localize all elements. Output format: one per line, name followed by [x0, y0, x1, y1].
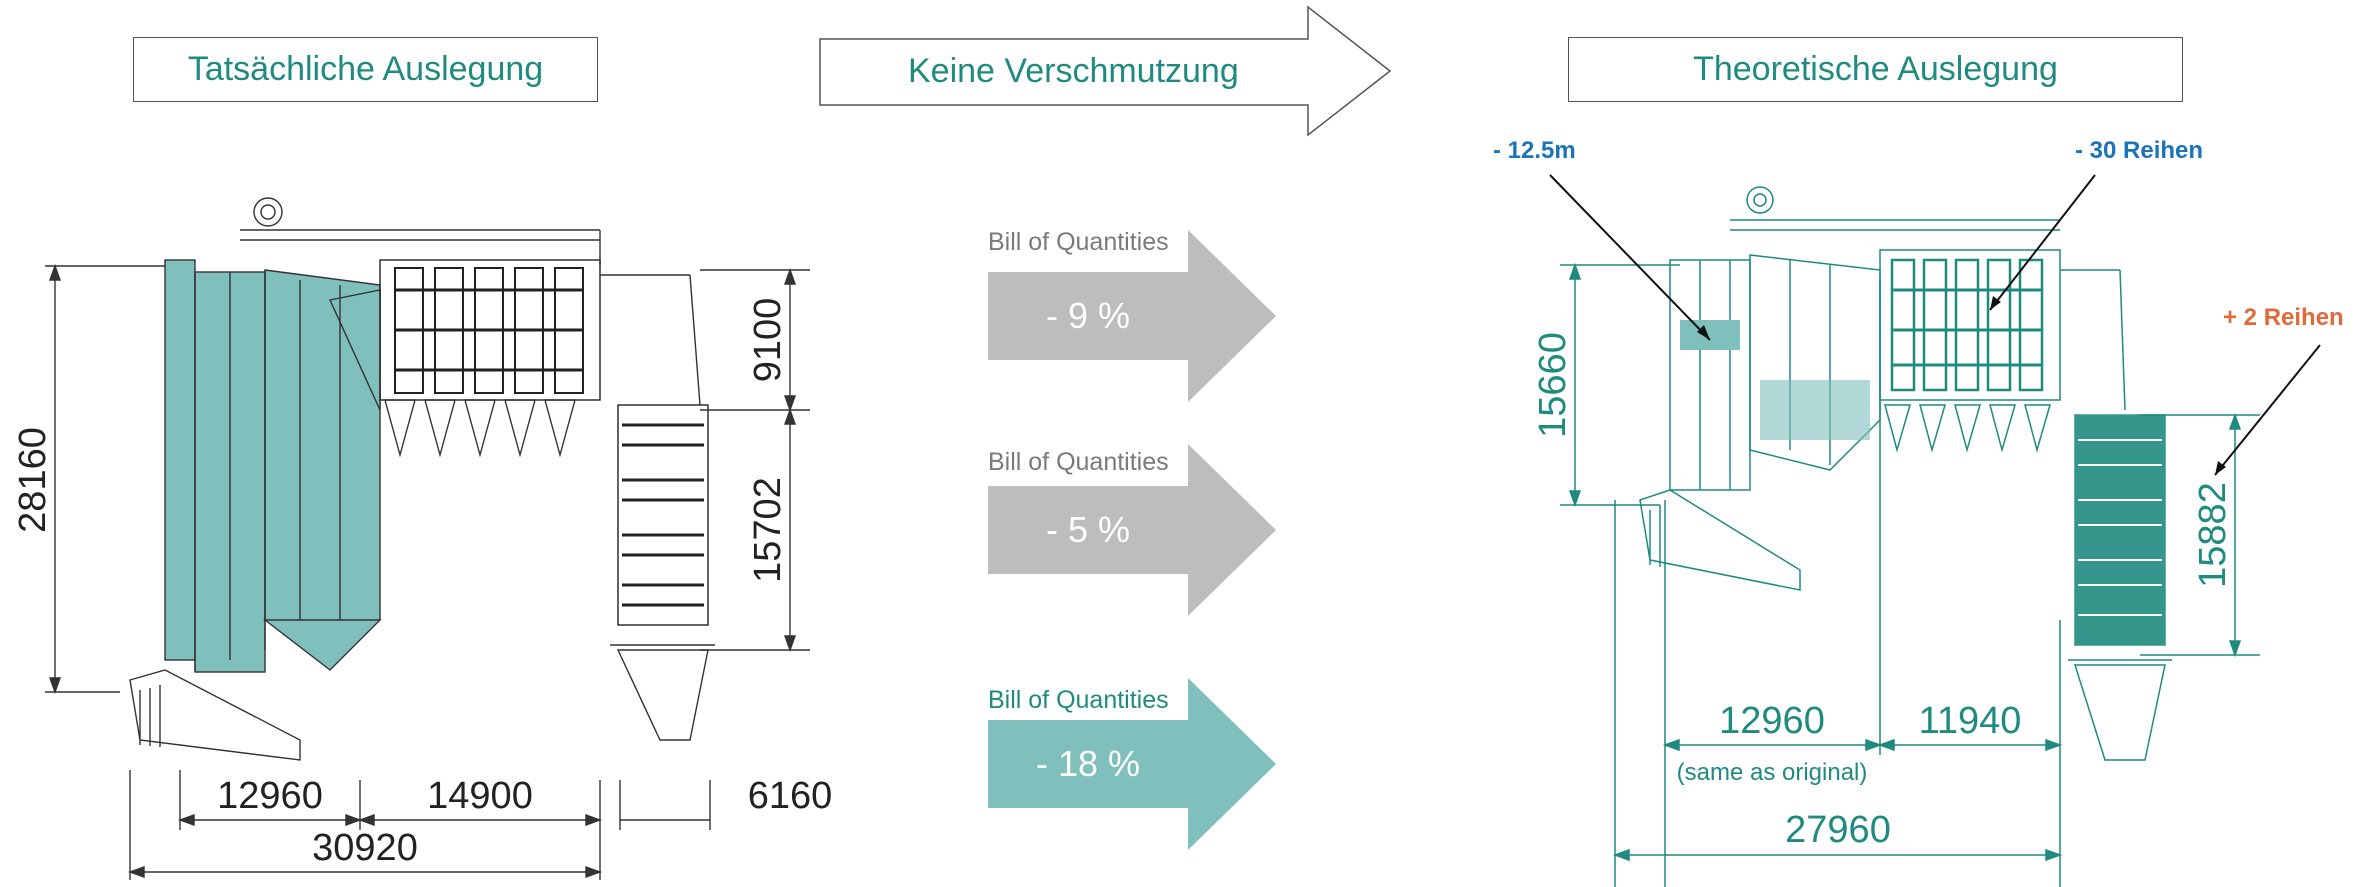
annotation-rows-added: + 2 Reihen: [2223, 304, 2344, 331]
header-no-fouling-label: Keine Verschmutzung: [908, 52, 1239, 90]
dim-left-width-total: 30920: [312, 827, 418, 869]
dim-left-width-a: 12960: [217, 775, 323, 817]
header-actual-label: Tatsächliche Auslegung: [187, 50, 544, 88]
dim-right-height-left: 15660: [1532, 332, 1574, 438]
dim-right-width-a: 12960: [1719, 700, 1825, 742]
dim-left-height-total: 28160: [12, 427, 54, 533]
boq-arrow-2: [988, 444, 1276, 616]
dim-left-height-lower: 15702: [747, 477, 789, 583]
boq-value-2: - 5 %: [1045, 509, 1131, 550]
header-actual-design: Tatsächliche Auslegung: [133, 37, 598, 102]
boq-value-3: - 18 %: [1035, 743, 1141, 784]
boq-value-1: - 9 %: [1045, 295, 1131, 336]
header-no-fouling: Keine Verschmutzung: [820, 39, 1558, 104]
header-arrow-shape: [819, 5, 1392, 137]
dim-left-width-b: 14900: [427, 775, 533, 817]
boq-label-2: Bill of Quantities: [988, 448, 1169, 476]
dim-right-width-total: 27960: [1785, 809, 1891, 851]
dim-right-width-b: 11940: [1919, 700, 2022, 742]
header-theoretical-design: Theoretische Auslegung: [1568, 37, 2183, 102]
boq-label-1: Bill of Quantities: [988, 228, 1169, 256]
dim-right-height-right: 15882: [2192, 482, 2234, 588]
dim-left-height-upper: 9100: [747, 298, 789, 383]
boq-arrow-1: [988, 230, 1276, 402]
boq-label-3: Bill of Quantities: [988, 686, 1169, 714]
theoretical-design-drawing: 15660 15882 12960 (same as original) 119…: [1532, 174, 2321, 887]
dim-right-width-a-note: (same as original): [1677, 759, 1868, 786]
annotation-rows-removed: - 30 Reihen: [2075, 137, 2204, 164]
actual-design-drawing: 28160 9100 15702 12960 14900 6160 30920: [12, 197, 833, 880]
dim-left-width-c: 6160: [748, 775, 833, 817]
boq-arrow-3: [988, 678, 1276, 850]
header-theoretical-label: Theoretische Auslegung: [1693, 50, 2058, 88]
annotation-height-change: - 12.5m: [1493, 137, 1576, 164]
